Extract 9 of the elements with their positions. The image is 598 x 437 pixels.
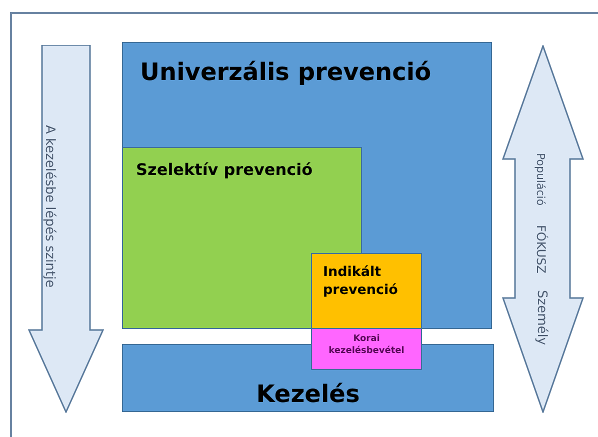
label-text: Indikált prevenció bbox=[323, 263, 399, 300]
label-text: Kezelés bbox=[255, 378, 361, 410]
label-text: Korai kezelésbevétel bbox=[328, 333, 406, 358]
label-text: Univerzális prevenció bbox=[140, 57, 432, 88]
label-text: Szelektív prevenció bbox=[136, 159, 313, 181]
label-text: A kezelésbe lépés szintje bbox=[42, 125, 57, 288]
label-text: Személy bbox=[534, 290, 549, 346]
label-text: FÓKUSZ bbox=[534, 225, 548, 274]
label-text: Populáció bbox=[534, 153, 547, 206]
